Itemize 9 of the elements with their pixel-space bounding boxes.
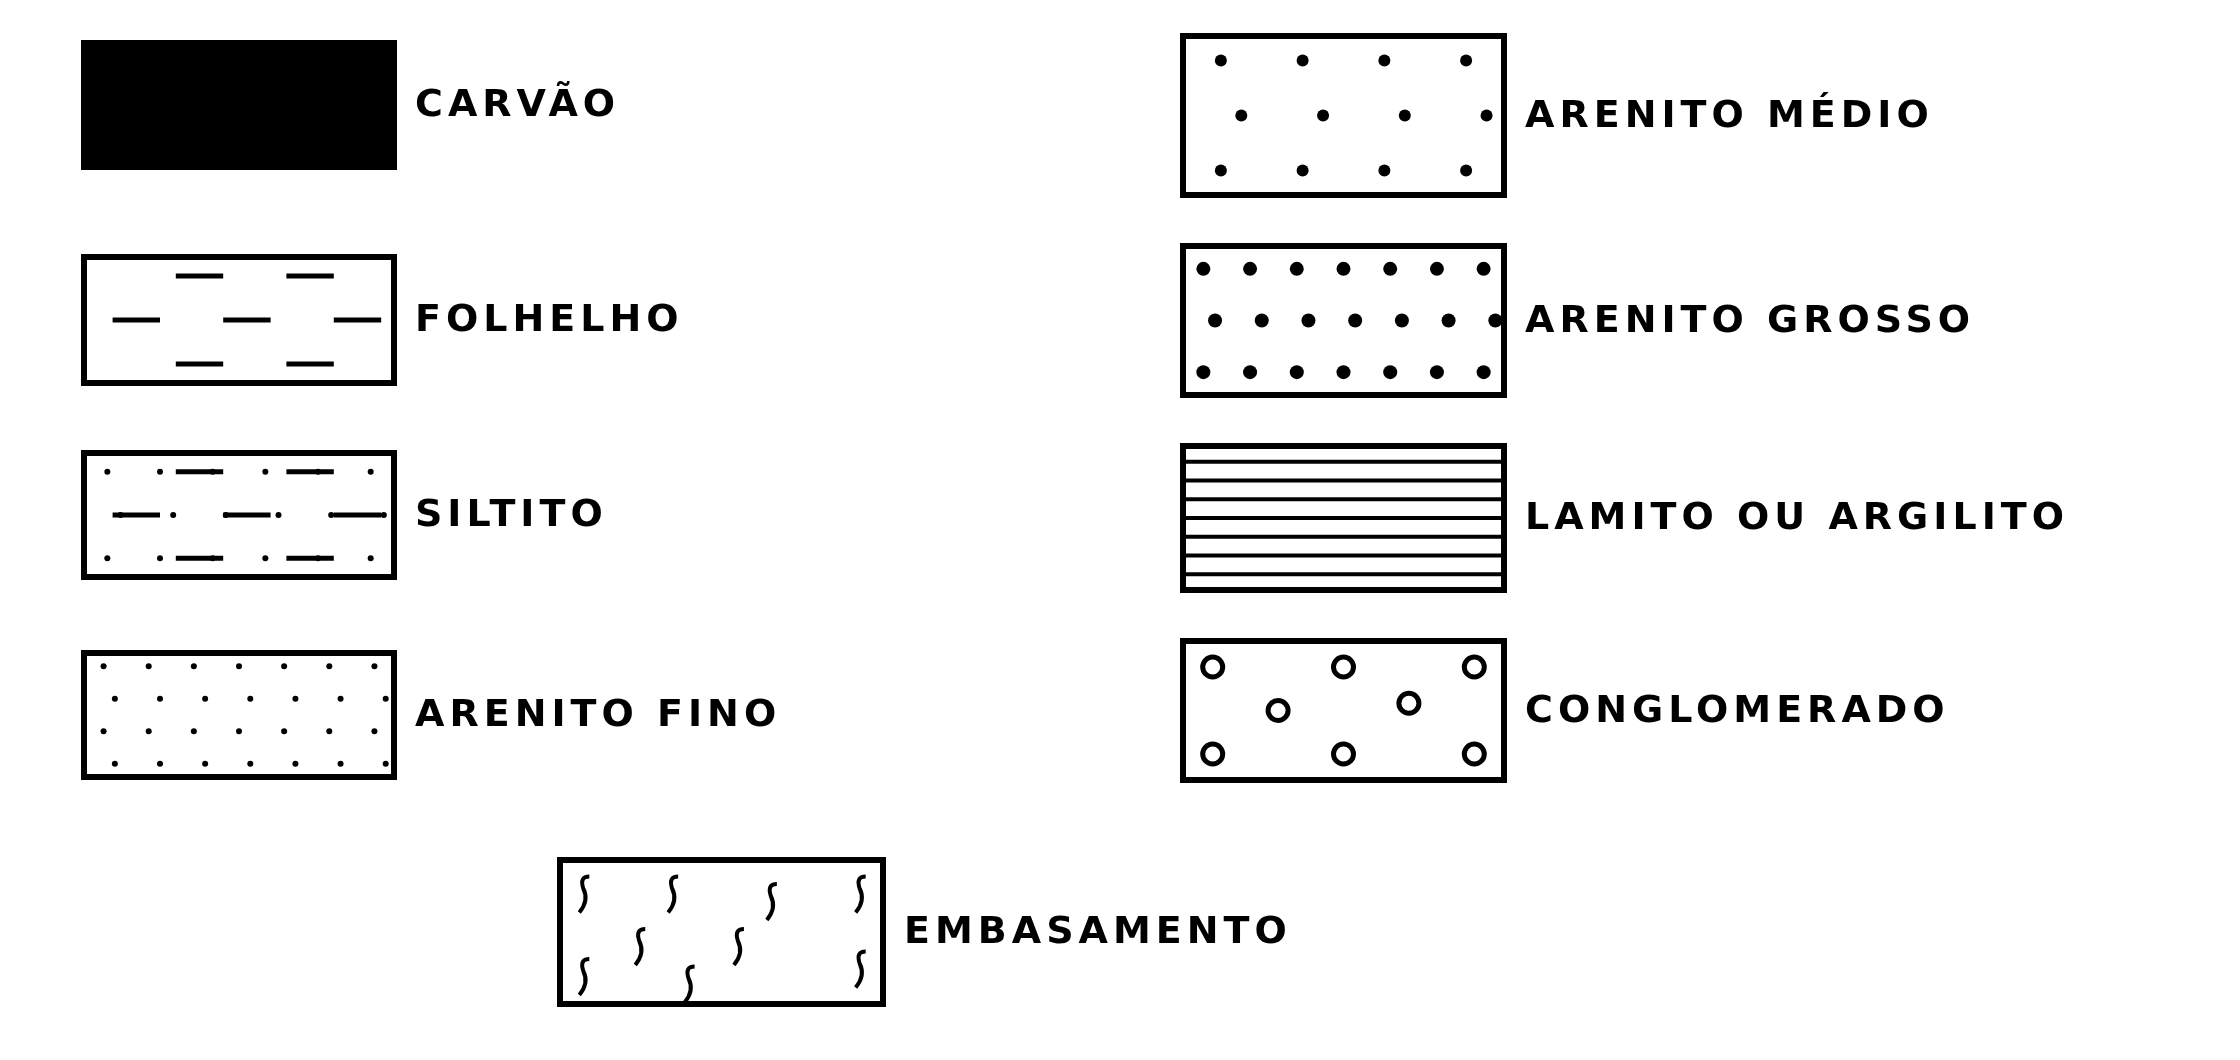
legend-label: CARVÃO <box>415 81 621 125</box>
legend-label: SILTITO <box>415 491 608 535</box>
legend-label: EMBASAMENTO <box>904 908 1292 952</box>
legend-label: ARENITO MÉDIO <box>1525 91 1934 136</box>
legend-label: LAMITO OU ARGILITO <box>1525 494 2069 538</box>
legend-label: FOLHELHO <box>415 296 684 340</box>
legend-label: CONGLOMERADO <box>1525 686 1950 731</box>
legend-label: ARENITO GROSSO <box>1525 296 1976 341</box>
legend-label: ARENITO FINO <box>415 691 782 735</box>
